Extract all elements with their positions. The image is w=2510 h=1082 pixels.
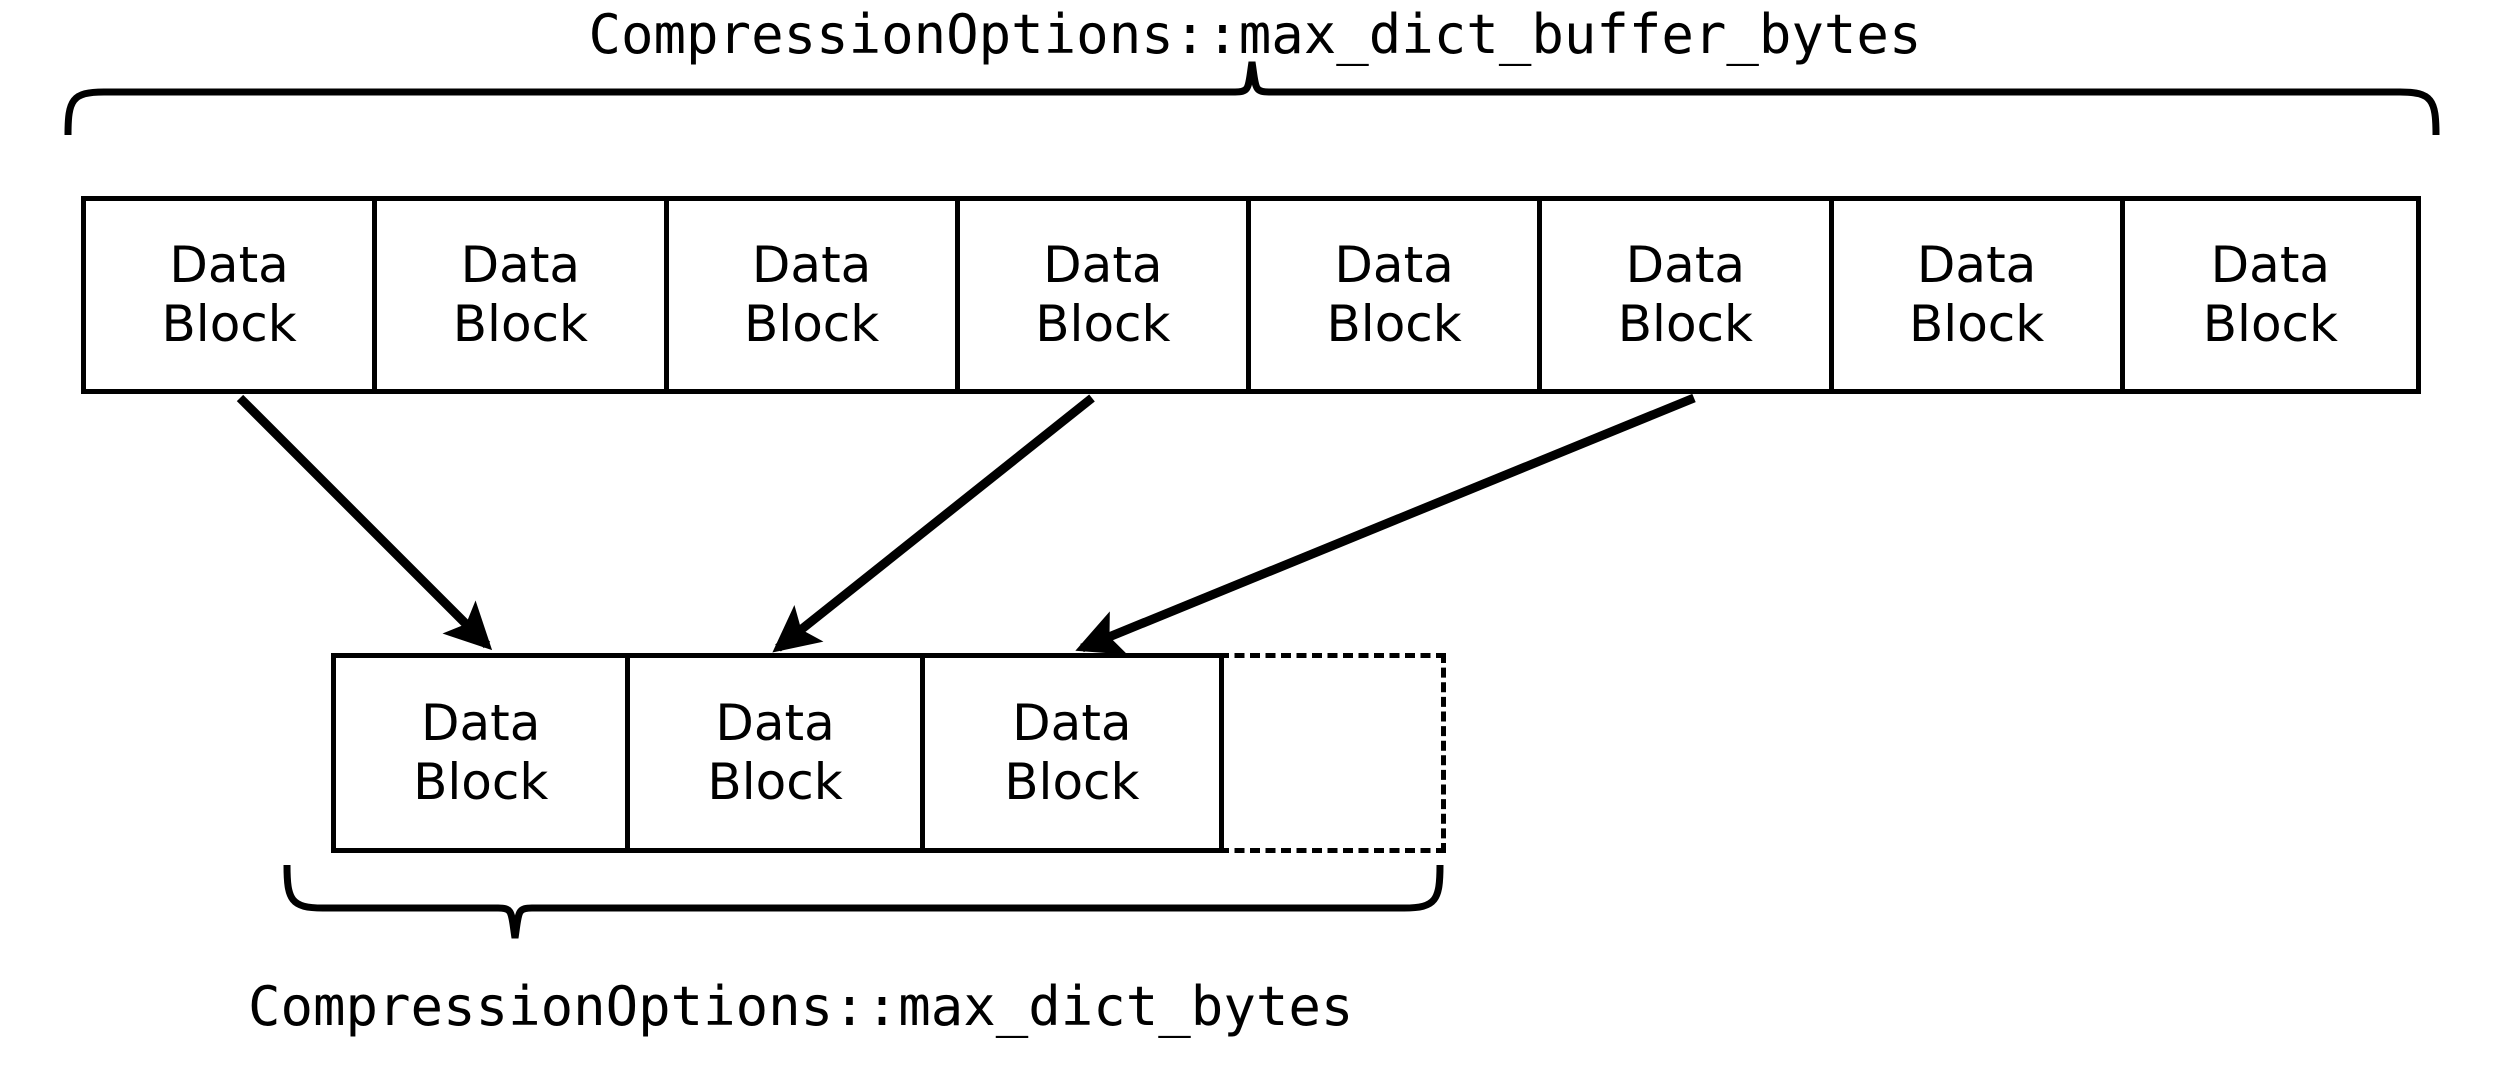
data-block[interactable]: Data Block bbox=[1251, 201, 1543, 389]
data-block-line1: Data bbox=[751, 236, 872, 294]
data-block-line1: Data bbox=[1625, 236, 1746, 294]
data-block[interactable]: Data Block bbox=[668, 201, 960, 389]
data-block-line2: Block bbox=[452, 295, 588, 353]
data-block-line1: Data bbox=[1916, 236, 2037, 294]
dictionary-sample-row: Data Block Data Block Data Block bbox=[331, 653, 1224, 853]
data-block-line2: Block bbox=[744, 295, 880, 353]
data-block-line1: Data bbox=[1012, 694, 1132, 752]
data-block-line2: Block bbox=[1004, 753, 1140, 811]
data-block-line1: Data bbox=[169, 236, 289, 294]
data-block-line2: Block bbox=[1617, 295, 1753, 353]
arrow-block1-to-sample1 bbox=[236, 394, 493, 651]
data-block-line1: Data bbox=[1043, 236, 1163, 294]
data-block-line2: Block bbox=[1909, 295, 2045, 353]
arrow-block6-to-sample3 bbox=[1075, 393, 1696, 655]
data-block[interactable]: Data Block bbox=[2124, 201, 2416, 389]
data-block-line2: Block bbox=[1035, 295, 1171, 353]
data-block-line1: Data bbox=[2210, 236, 2331, 294]
data-block[interactable]: Data Block bbox=[86, 201, 378, 389]
data-block-line2: Block bbox=[707, 753, 843, 811]
data-block[interactable]: Data Block bbox=[336, 658, 631, 848]
top-caption-max-dict-buffer-bytes: CompressionOptions::max_dict_buffer_byte… bbox=[588, 3, 1922, 66]
data-block-line2: Block bbox=[413, 753, 549, 811]
data-block-line1: Data bbox=[715, 694, 835, 752]
data-block[interactable]: Data Block bbox=[924, 658, 1220, 848]
data-block-line2: Block bbox=[2202, 295, 2338, 353]
data-block[interactable]: Data Block bbox=[630, 658, 925, 848]
data-block[interactable]: Data Block bbox=[1542, 201, 1834, 389]
data-block-line1: Data bbox=[460, 236, 581, 294]
data-block[interactable]: Data Block bbox=[377, 201, 669, 389]
bottom-caption-max-dict-bytes: CompressionOptions::max_dict_bytes bbox=[248, 975, 1354, 1038]
arrow-block4-to-sample2 bbox=[772, 394, 1095, 653]
data-block-line2: Block bbox=[1326, 295, 1462, 353]
data-block-line2: Block bbox=[161, 295, 297, 353]
data-block[interactable]: Data Block bbox=[1833, 201, 2125, 389]
data-block[interactable]: Data Block bbox=[959, 201, 1251, 389]
buffered-data-block-row: Data Block Data Block Data Block Data Bl… bbox=[81, 196, 2421, 394]
empty-dictionary-slot bbox=[1219, 653, 1446, 853]
data-block-line1: Data bbox=[420, 694, 541, 752]
data-block-line1: Data bbox=[1334, 236, 1454, 294]
